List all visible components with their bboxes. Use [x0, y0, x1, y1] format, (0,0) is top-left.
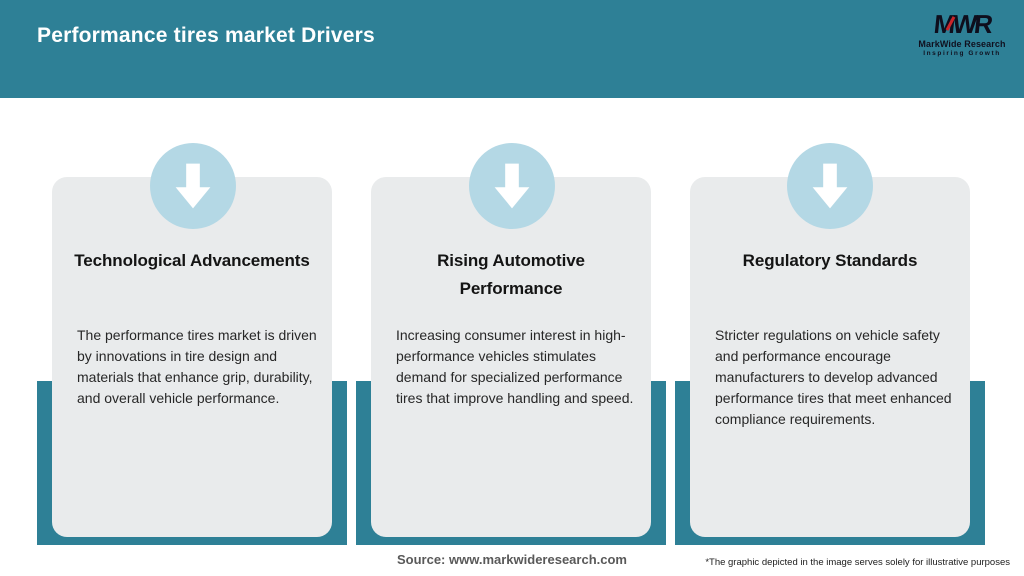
header-bar: Performance tires market Drivers MWR Mar…	[0, 0, 1024, 98]
arrow-circle-3	[787, 143, 873, 229]
logo-monogram: MWR	[932, 9, 992, 39]
logo-tagline: Inspiring Growth	[923, 50, 1001, 57]
down-arrow-icon	[175, 163, 211, 209]
driver-card-rising-automotive-performance: Rising Automotive Performance Increasing…	[371, 177, 651, 537]
card-description: Stricter regulations on vehicle safety a…	[715, 327, 952, 427]
markwide-logo: MWR MarkWide Research Inspiring Growth	[916, 9, 1008, 57]
down-arrow-icon	[494, 163, 530, 209]
driver-card-regulatory-standards: Regulatory Standards Stricter regulation…	[690, 177, 970, 537]
down-arrow-icon	[812, 163, 848, 209]
logo-company-name: MarkWide Research	[918, 39, 1006, 49]
disclaimer-text: *The graphic depicted in the image serve…	[705, 557, 1010, 568]
arrow-circle-2	[469, 143, 555, 229]
arrow-circle-1	[150, 143, 236, 229]
card-title: Regulatory Standards	[742, 251, 918, 270]
card-title: Technological Advancements	[74, 251, 310, 270]
card-title: Rising Automotive Performance	[437, 251, 585, 298]
driver-card-technological-advancements: Technological Advancements The performan…	[52, 177, 332, 537]
card-description: Increasing consumer interest in high-per…	[396, 327, 634, 406]
card-description: The performance tires market is driven b…	[77, 327, 317, 406]
source-text: Source: www.markwideresearch.com	[396, 552, 627, 567]
page-title: Performance tires market Drivers	[37, 24, 375, 47]
